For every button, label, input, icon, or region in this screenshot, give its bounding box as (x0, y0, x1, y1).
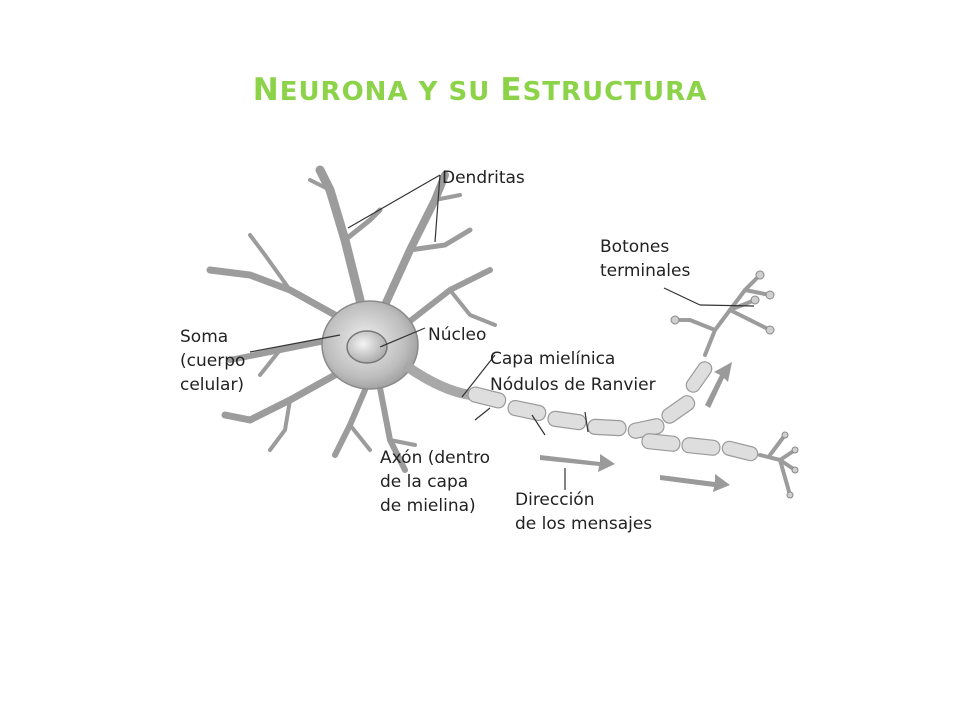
leader-lines (249, 174, 755, 490)
page-title: NEURONA Y SU ESTRUCTURA (0, 72, 960, 108)
label-axon-1: Axón (dentro (380, 448, 490, 468)
label-direccion-1: Dirección (515, 490, 594, 510)
title-part-1: EURONA Y SU (279, 77, 501, 107)
label-direccion-2: de los mensajes (515, 514, 652, 534)
dendrites (206, 165, 497, 473)
title-part-2: STRUCTURA (522, 77, 708, 107)
label-capa: Capa mielínica (490, 349, 615, 369)
neuron-diagram: Dendritas Botones terminales Soma (cuerp… (170, 150, 810, 550)
label-soma-3: celular) (180, 375, 244, 395)
label-dendritas: Dendritas (442, 168, 525, 188)
label-soma-1: Soma (180, 327, 228, 347)
myelin-sheath (467, 361, 759, 462)
axon-hillock (402, 360, 471, 400)
nucleus (346, 330, 388, 364)
title-initial-n: N (252, 72, 280, 108)
label-botones-1: Botones (600, 237, 669, 257)
label-nucleo: Núcleo (428, 325, 486, 345)
title-initial-e: E (500, 72, 523, 108)
neuron-svg: Dendritas Botones terminales Soma (cuerp… (180, 165, 799, 534)
label-soma-2: (cuerpo (180, 351, 245, 371)
direction-arrows (540, 362, 732, 492)
label-botones-2: terminales (600, 261, 690, 281)
terminal-buttons (670, 270, 799, 499)
label-axon-3: de mielina) (380, 496, 476, 516)
label-nodulos: Nódulos de Ranvier (490, 375, 656, 395)
label-axon-2: de la capa (380, 472, 468, 492)
